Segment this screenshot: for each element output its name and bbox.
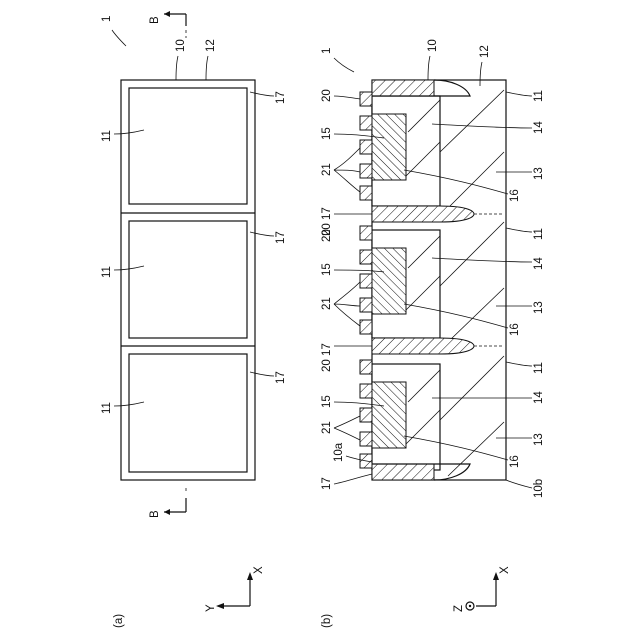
- electrode-15-3: [372, 382, 406, 448]
- label-b-16-3: 16: [509, 455, 521, 468]
- trench-17-1: [372, 206, 474, 222]
- label-a-11-3: 11: [101, 402, 113, 414]
- label-b-21-1: 21: [321, 163, 333, 176]
- section-arrow-top-head: [164, 11, 170, 17]
- label-b-14-1: 14: [533, 121, 545, 134]
- leader-b-21-1: [334, 148, 360, 192]
- label-b-10a: 10a: [333, 442, 345, 462]
- axis-a-y-label: Y: [205, 604, 217, 612]
- label-a-17-3: 17: [275, 371, 287, 384]
- leader-b-17-bottom: [334, 474, 372, 484]
- label-b-21-2: 21: [321, 297, 333, 310]
- leader-b-11-3: [506, 362, 532, 366]
- label-b-10: 10: [427, 39, 439, 52]
- trench-17-2: [372, 338, 474, 354]
- section-b-bottom: B: [149, 510, 161, 518]
- label-b-10b: 10b: [533, 479, 545, 498]
- label-a-11-2: 11: [101, 266, 113, 278]
- label-b-15-3: 15: [321, 395, 333, 408]
- bottom-border-17: [372, 464, 434, 480]
- cell-a-3: [129, 354, 247, 472]
- axis-b-x-label: X: [499, 566, 511, 574]
- label-b-20-17-2: 20 17: [321, 343, 333, 372]
- label-b-14-3: 14: [533, 391, 545, 404]
- label-b-12: 12: [479, 45, 491, 58]
- panel-b-device-ref-leader: [334, 58, 354, 72]
- label-b-20-2: 20: [321, 229, 333, 242]
- leader-b-10b: [506, 480, 532, 488]
- section-arrow-bottom-head: [164, 509, 170, 515]
- label-a-12: 12: [205, 39, 217, 52]
- leader-b-21-3: [334, 416, 360, 440]
- leader-b-10: [428, 56, 430, 80]
- label-b-20: 20: [321, 89, 333, 102]
- label-b-13-3: 13: [533, 433, 545, 446]
- axis-a-x-label: X: [253, 566, 265, 574]
- label-b-17-bottom: 17: [321, 477, 333, 490]
- panel-a-label: (a): [113, 614, 125, 628]
- cell-a-1: [129, 88, 247, 204]
- leader-a-10: [176, 56, 178, 80]
- label-b-13-2: 13: [533, 301, 545, 314]
- panel-b-device-ref: 1: [321, 48, 333, 54]
- label-b-15-2: 15: [321, 263, 333, 276]
- contact-pads: [360, 92, 372, 468]
- leader-b-21-2: [334, 282, 360, 326]
- panel-b: (b) 1: [321, 39, 545, 628]
- label-b-14-2: 14: [533, 257, 545, 270]
- label-b-16-2: 16: [509, 323, 521, 336]
- label-b-13-1: 13: [533, 167, 545, 180]
- leader-b-20: [334, 96, 360, 99]
- axis-b-z-label: Z: [453, 605, 465, 612]
- label-b-15-1: 15: [321, 127, 333, 140]
- leader-b-11-1: [506, 92, 532, 96]
- label-b-11-3: 11: [533, 362, 545, 374]
- label-a-10: 10: [175, 39, 187, 52]
- electrode-15-1: [372, 114, 406, 180]
- panel-a-device-ref-leader: [112, 30, 126, 46]
- label-a-11-1: 11: [101, 130, 113, 142]
- axes-b: X Z: [453, 566, 511, 612]
- axes-a: X Y: [205, 566, 265, 612]
- leader-b-11-2: [506, 228, 532, 232]
- panel-b-label: (b): [321, 614, 333, 628]
- panel-a-device-ref: 1: [101, 16, 113, 22]
- label-b-11-2: 11: [533, 228, 545, 240]
- cell-a-2: [129, 221, 247, 338]
- label-b-21-3: 21: [321, 421, 333, 434]
- label-a-17-2: 17: [275, 231, 287, 244]
- leader-a-12: [206, 56, 208, 80]
- label-a-17-1: 17: [275, 91, 287, 104]
- label-b-11-1: 11: [533, 90, 545, 102]
- electrode-15-2: [372, 248, 406, 314]
- label-b-16-1: 16: [509, 189, 521, 202]
- panel-a: (a) 1 B B 10 12 11 11 11 1: [101, 11, 287, 628]
- top-border-10: [372, 80, 434, 96]
- section-b-top: B: [149, 16, 161, 24]
